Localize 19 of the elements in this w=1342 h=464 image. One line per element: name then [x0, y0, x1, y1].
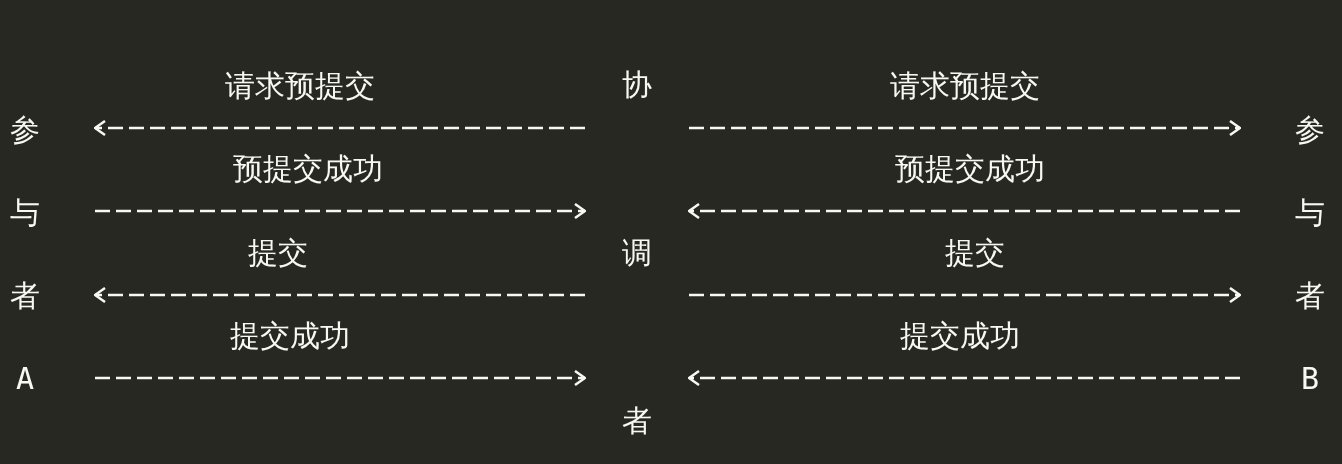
arrow	[687, 202, 1240, 220]
edge-label: 预提交成功	[895, 151, 1045, 187]
edge-label: 请求预提交	[225, 68, 375, 104]
vertical-label: 协调者	[621, 66, 653, 440]
edge-label: 提交	[248, 235, 308, 271]
arrow	[93, 286, 585, 304]
arrow	[93, 119, 585, 137]
arrow	[689, 286, 1242, 304]
edge-label: 请求预提交	[890, 68, 1040, 104]
edge-label: 提交	[945, 235, 1005, 271]
edge-label: 提交成功	[900, 318, 1020, 354]
arrow	[95, 202, 587, 220]
edge-label: 提交成功	[230, 318, 350, 354]
edge-label: 预提交成功	[233, 151, 383, 187]
arrow	[687, 369, 1240, 387]
vertical-label: 参与者A	[10, 111, 41, 398]
arrow	[95, 369, 587, 387]
vertical-label: 参与者B	[1294, 111, 1325, 398]
arrow	[689, 119, 1242, 137]
